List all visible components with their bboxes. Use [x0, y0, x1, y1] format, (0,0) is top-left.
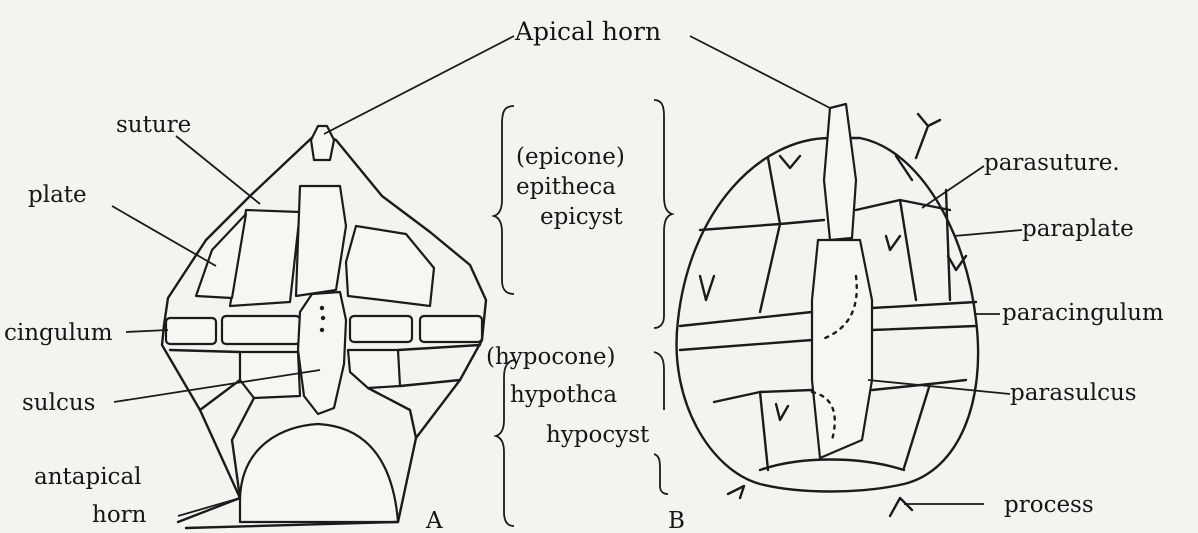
epitheca-plate — [346, 226, 434, 306]
cingulum-plate — [222, 316, 300, 344]
brace-epi-right — [654, 100, 672, 328]
leader-paraplate — [954, 230, 1022, 236]
label-panel-b: B — [668, 508, 685, 533]
label-paracingulum: paracingulum — [1002, 300, 1164, 326]
leader-antapical-horn — [178, 498, 240, 516]
label-sulcus: sulcus — [22, 390, 95, 416]
label-cingulum: cingulum — [4, 320, 113, 346]
label-process: process — [1004, 492, 1094, 518]
label-epitheca: epitheca — [516, 174, 616, 200]
leader-suture — [176, 136, 260, 204]
cingulum-plate — [420, 316, 482, 342]
brace-epi-left — [494, 106, 514, 294]
sulcus-shape — [298, 292, 346, 414]
label-suture: suture — [116, 112, 191, 138]
label-apical-horn: Apical horn — [514, 17, 661, 46]
label-antapical-horn-1: antapical — [34, 464, 142, 490]
label-plate: plate — [28, 182, 87, 208]
label-hypocyst: hypocyst — [546, 422, 650, 448]
leader-parasuture — [922, 166, 984, 208]
hypotheca-plate — [348, 350, 400, 388]
label-parasulcus: parasulcus — [1010, 380, 1137, 406]
label-panel-a: A — [425, 508, 443, 533]
sulcus-dot — [321, 316, 325, 320]
label-epicyst: epicyst — [540, 204, 623, 230]
figure-b-cyst — [677, 104, 979, 516]
sulcus-dot — [320, 328, 324, 332]
sulcus-dot — [320, 306, 324, 310]
label-epicone: (epicone) — [516, 144, 625, 170]
brace-hypo-right — [654, 352, 668, 494]
cingulum-plate — [166, 318, 216, 344]
apical-horn-shape — [824, 104, 856, 240]
antapical-plate — [240, 424, 398, 522]
label-hypotheca: hypothca — [510, 382, 617, 408]
leader-cingulum — [126, 330, 168, 332]
label-parasuture: parasuture. — [984, 150, 1120, 176]
figure-a-theca — [162, 126, 486, 528]
cingulum-plate — [350, 316, 412, 342]
epitheca-plate — [296, 186, 346, 296]
label-hypocone: (hypocone) — [486, 344, 615, 370]
leader-apical-horn — [324, 36, 830, 134]
parasulcus-shape — [812, 240, 872, 458]
leader-plate — [112, 206, 216, 266]
label-paraplate: paraplate — [1022, 216, 1134, 242]
label-antapical-horn-2: horn — [92, 502, 147, 528]
